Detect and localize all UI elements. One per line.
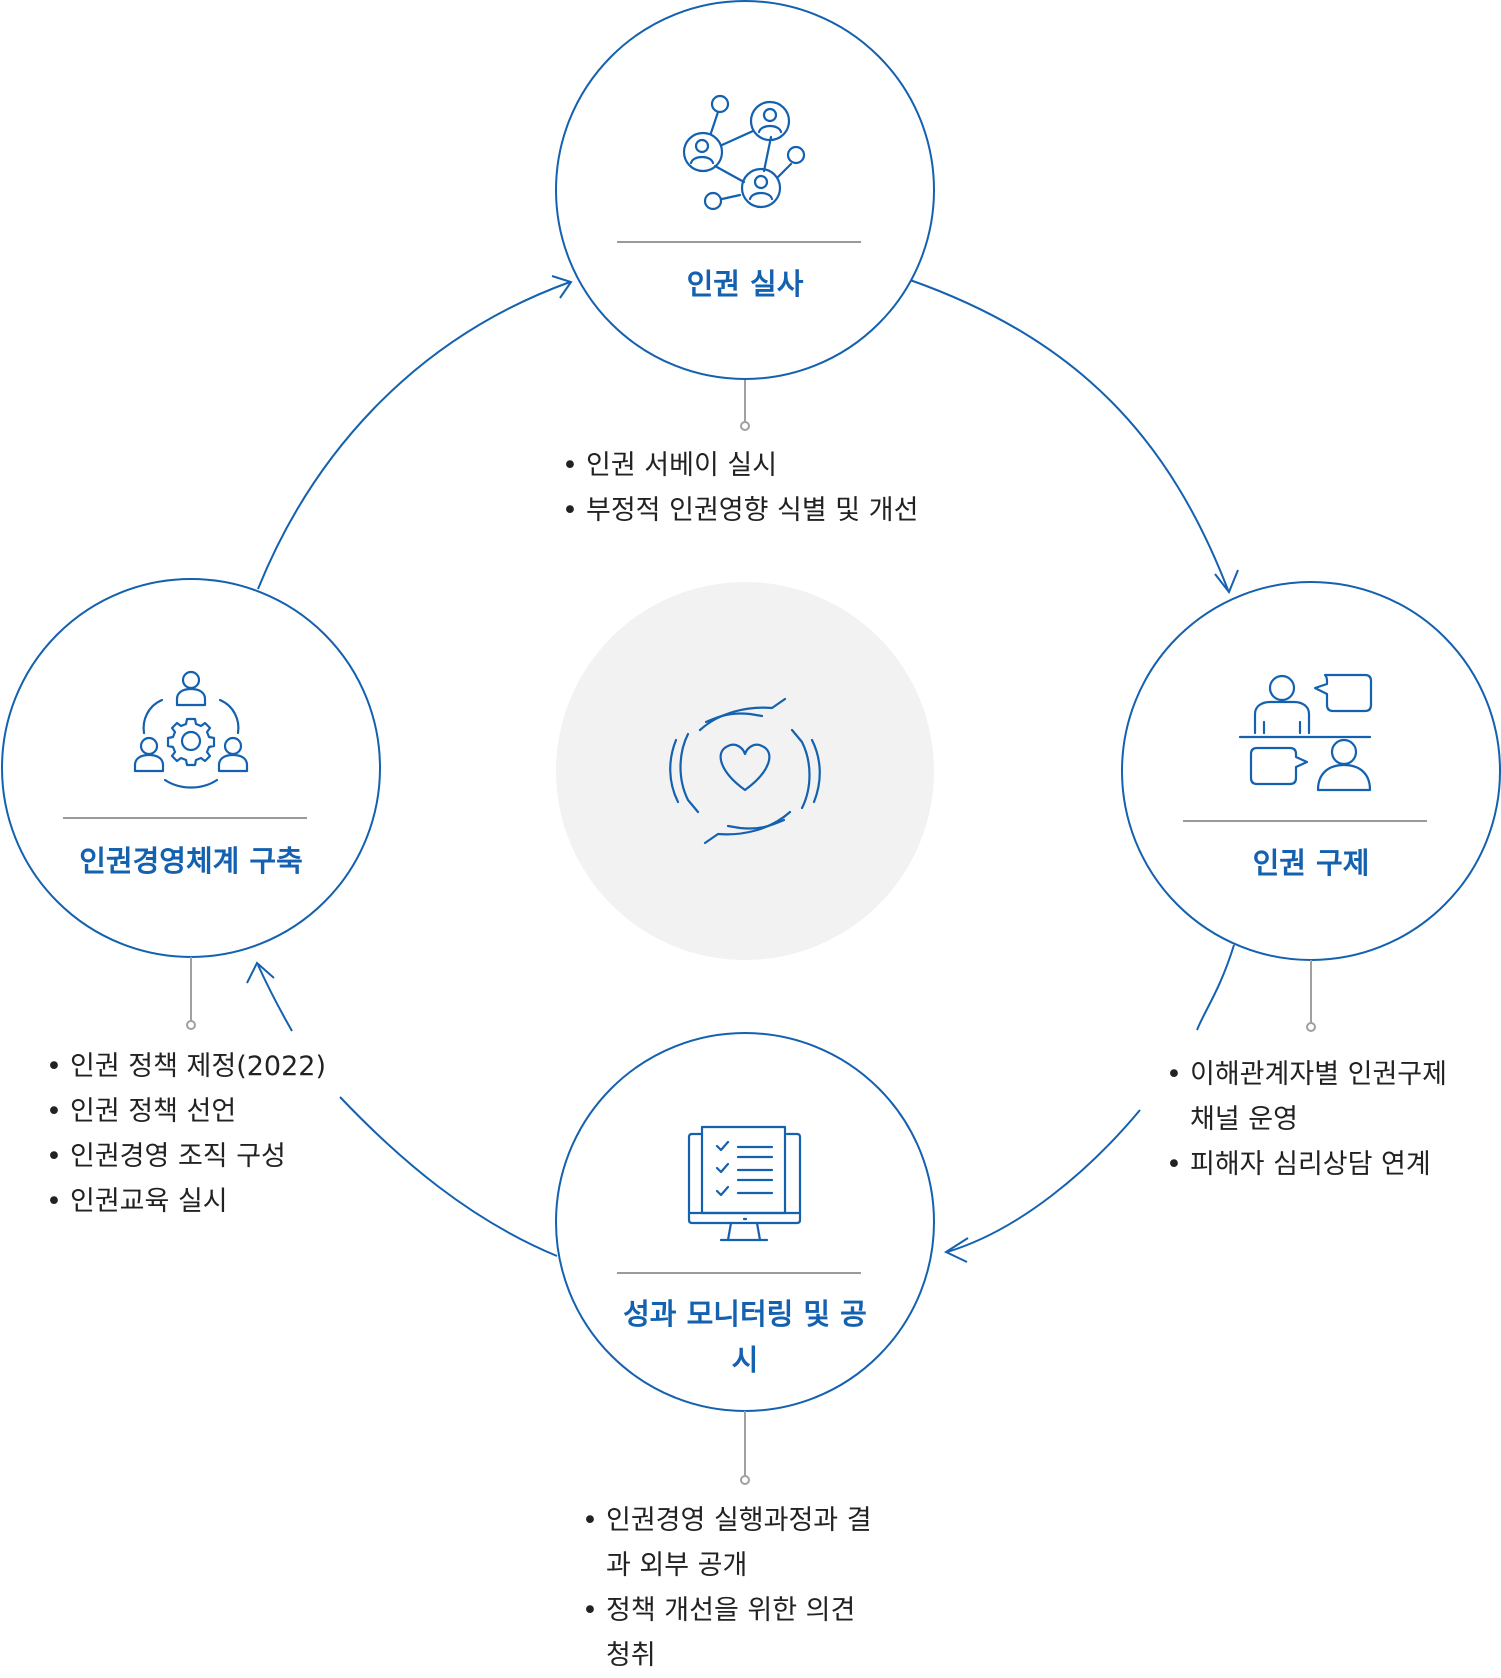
conversation-icon <box>1238 673 1373 792</box>
node-monitoring-bullets: 인권경영 실행과정과 결과 외부 공개 정책 개선을 위한 의견 청취 <box>580 1498 880 1678</box>
node-audit-connector-dot <box>740 421 750 431</box>
node-system-bullets: 인권 정책 제정(2022) 인권 정책 선언 인권경영 조직 구성 인권교육 … <box>44 1044 374 1224</box>
list-item: 피해자 심리상담 연계 <box>1164 1142 1464 1187</box>
node-system-circle <box>1 578 381 958</box>
checklist-monitor-icon <box>687 1125 802 1242</box>
center-circle <box>556 582 934 960</box>
people-network-icon <box>682 94 806 211</box>
list-item: 부정적 인권영향 식별 및 개선 <box>560 488 980 533</box>
list-item: 인권 서베이 실시 <box>560 443 980 488</box>
node-audit-bullets: 인권 서베이 실시 부정적 인권영향 식별 및 개선 <box>560 443 980 533</box>
team-gear-icon <box>133 670 249 789</box>
arrow-audit-to-remedy <box>909 279 1229 591</box>
arrow-remedy-to-monitoring <box>1196 944 1235 1031</box>
arrow-system-to-audit <box>257 281 571 590</box>
node-audit-circle <box>555 0 935 380</box>
node-system-connector-dot <box>186 1020 196 1030</box>
list-item: 인권교육 실시 <box>44 1179 374 1224</box>
list-item: 이해관계자별 인권구제 채널 운영 <box>1164 1052 1464 1142</box>
node-remedy-bullets: 이해관계자별 인권구제 채널 운영 피해자 심리상담 연계 <box>1164 1052 1464 1187</box>
node-remedy-circle <box>1121 581 1501 961</box>
node-system-title: 인권경영체계 구축 <box>79 844 303 878</box>
node-remedy-title: 인권 구제 <box>1252 846 1370 880</box>
node-monitoring-title: 성과 모니터링 및 공시 <box>623 1297 867 1377</box>
list-item: 인권경영 조직 구성 <box>44 1134 374 1179</box>
list-item: 인권 정책 제정(2022) <box>44 1044 374 1089</box>
node-monitoring-connector-dot <box>740 1475 750 1485</box>
list-item: 정책 개선을 위한 의견 청취 <box>580 1588 880 1678</box>
node-remedy-connector-dot <box>1306 1022 1316 1032</box>
list-item: 인권 정책 선언 <box>44 1089 374 1134</box>
node-audit-title: 인권 실사 <box>686 267 804 301</box>
list-item: 인권경영 실행과정과 결과 외부 공개 <box>580 1498 880 1588</box>
hands-heart-icon <box>669 697 821 845</box>
